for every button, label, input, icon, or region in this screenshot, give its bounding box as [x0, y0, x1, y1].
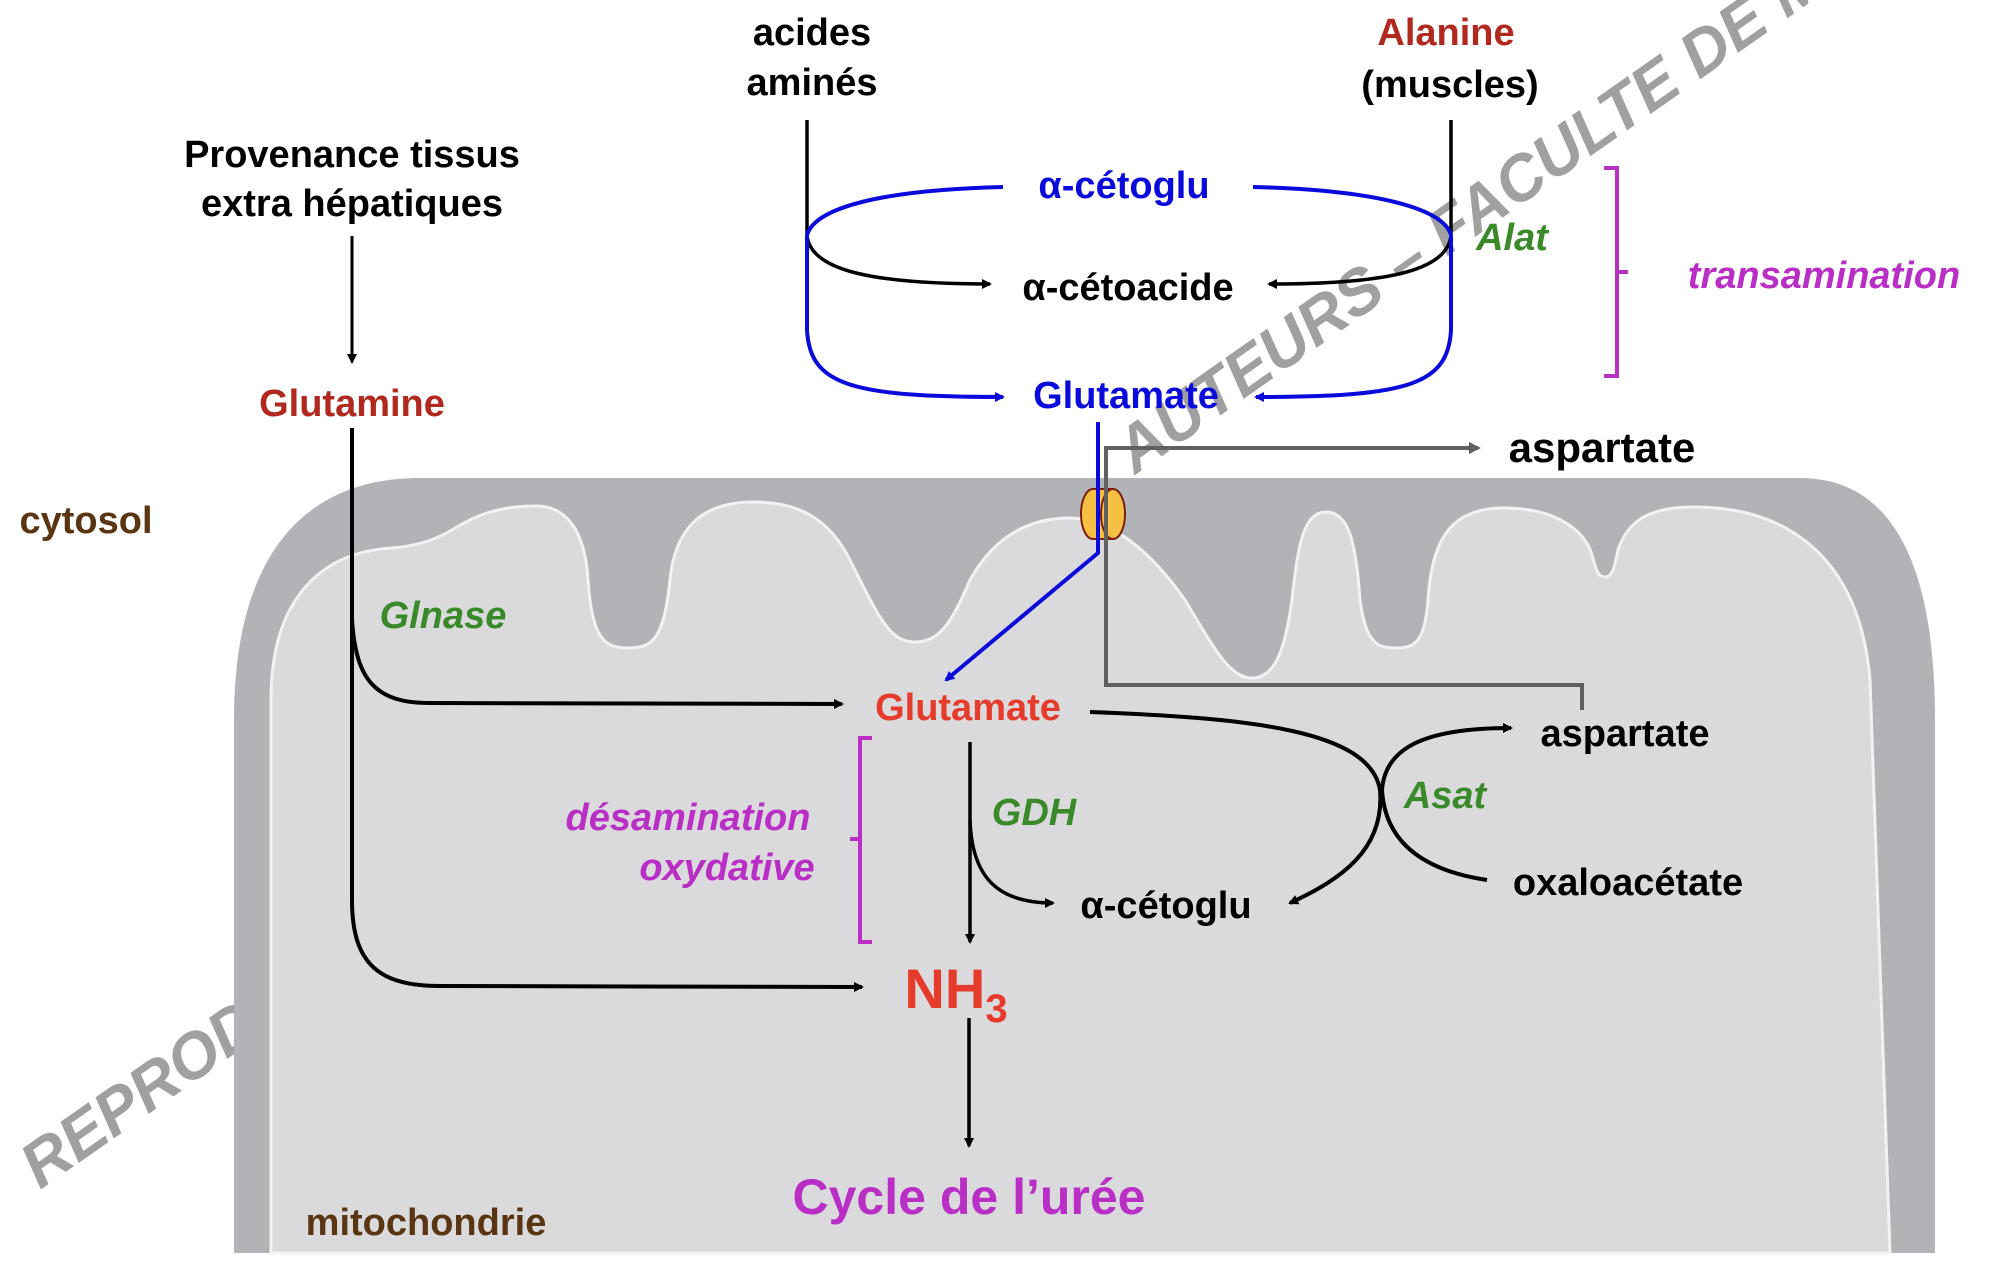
nh3-subscript: 3 [985, 987, 1007, 1031]
label-provenance-2: extra hépatiques [201, 183, 503, 225]
label-glutamate-cytosol: Glutamate [1033, 375, 1219, 417]
arrow-glnase-glutamate [350, 619, 844, 709]
watermark-left: REPROD [7, 985, 273, 1201]
arc-akg-right [1252, 185, 1453, 236]
arrow-aa-cetoacide [805, 120, 992, 289]
label-acides: acides [753, 12, 871, 54]
label-aspartate-cytosol: aspartate [1509, 424, 1696, 471]
label-oxaloacetate: oxaloacétate [1513, 862, 1743, 904]
arrow-blue-right-glutamate [1254, 235, 1453, 402]
arrow-glutamate-asat [1089, 710, 1383, 905]
inner-matrix [269, 500, 1892, 1255]
label-aspartate-mito: aspartate [1541, 713, 1710, 755]
bracket-desamination [850, 736, 872, 944]
label-akg-top: α-cétoglu [1038, 165, 1209, 207]
label-mitochondrie: mitochondrie [306, 1202, 547, 1244]
label-amines: aminés [747, 62, 878, 104]
enzyme-alat: Alat [1475, 217, 1549, 259]
label-alanine: Alanine [1377, 12, 1514, 54]
bracket-transamination [1604, 166, 1628, 378]
watermark-right: AUTEURS – FACULTE DE MEDECIN [1100, 0, 2012, 488]
arrow-gdh-akg [968, 819, 1055, 908]
label-glutamate-mito: Glutamate [875, 687, 1061, 729]
mitochondrion [234, 478, 1935, 1255]
label-alpha-ketoacid: α-cétoacide [1022, 267, 1233, 309]
label-muscles: (muscles) [1361, 64, 1538, 106]
arrow-oxaloacetate-aspartate [1379, 723, 1513, 882]
arrow-blue-left-glutamate [805, 235, 1005, 402]
label-nh3: NH3 [904, 957, 1007, 1031]
enzyme-asat: Asat [1403, 775, 1488, 817]
enzyme-gdh: GDH [992, 792, 1078, 834]
process-transamination: transamination [1688, 255, 1960, 297]
process-desamination-1: désamination [566, 797, 811, 839]
arrow-glutamine-nh3 [350, 428, 864, 992]
process-desamination-2: oxydative [639, 847, 814, 889]
labels: acides aminés Alanine (muscles) α-cétogl… [19, 12, 1960, 1244]
arrow-glutamate-import [944, 422, 1100, 682]
label-akg-mito: α-cétoglu [1080, 885, 1251, 927]
label-glutamine: Glutamine [259, 383, 445, 425]
arrow-aspartate-export [1104, 442, 1584, 710]
label-provenance-1: Provenance tissus [184, 134, 520, 176]
transporter [1080, 488, 1126, 540]
arc-akg-left [805, 185, 1004, 236]
arrows [347, 120, 1628, 1148]
label-cytosol: cytosol [19, 500, 152, 542]
enzyme-glnase: Glnase [380, 595, 507, 637]
label-urea-cycle: Cycle de l’urée [793, 1169, 1146, 1225]
nh3-main: NH [904, 957, 985, 1020]
